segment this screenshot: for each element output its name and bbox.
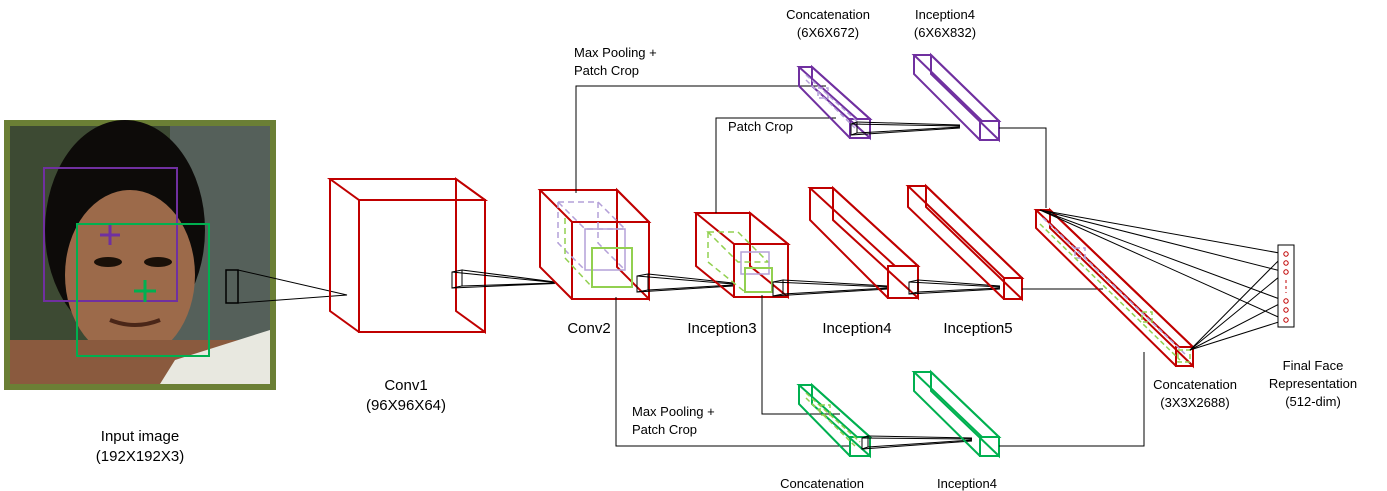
- conv2-green-crop: [591, 247, 633, 288]
- conv1-kernel: [451, 269, 556, 289]
- bottom-pool-label-2: Patch Crop: [632, 422, 697, 437]
- top-concat-block: [796, 64, 873, 141]
- inception4-mid-block: [807, 185, 921, 301]
- top-inception4-dims: (6X6X832): [914, 25, 976, 40]
- top-inception4-to-final-link: [999, 127, 1047, 208]
- inception3-kernel: [772, 279, 889, 297]
- conv2-label: Conv2: [567, 320, 610, 337]
- conv2-to-bottom-concat-link: [615, 297, 850, 447]
- conv2-to-top-concat-link: [575, 85, 826, 193]
- top-concat-label: Concatenation: [786, 7, 870, 22]
- top-pool-label-1: Max Pooling +: [574, 45, 657, 60]
- top-pool-label-2: Patch Crop: [574, 63, 639, 78]
- purple-crosshair-icon: [100, 225, 120, 245]
- output-vector: [1277, 244, 1295, 328]
- input-to-conv1-link: [237, 269, 348, 304]
- conv2-block: [537, 187, 652, 302]
- inception5-block: [905, 183, 1025, 302]
- input-image-face: [65, 190, 195, 360]
- bottom-concat-block: [796, 382, 873, 459]
- output-label-3: (512-dim): [1285, 394, 1341, 409]
- top-concat-kernel: [850, 121, 961, 136]
- conv1-label: Conv1: [384, 377, 427, 394]
- input-image-right-eye: [144, 257, 172, 267]
- input-image-shirt: [160, 330, 270, 384]
- input-label: Input image: [101, 428, 179, 445]
- final-concat-label: Concatenation: [1153, 377, 1237, 392]
- inception3-green-crop: [744, 267, 773, 293]
- inception5-label: Inception5: [943, 320, 1012, 337]
- bottom-inception4-block: [911, 369, 1002, 459]
- bottom-pool-label-1: Max Pooling +: [632, 404, 715, 419]
- top-inception4-block: [911, 52, 1002, 143]
- conv2-purple-crop: [584, 228, 626, 271]
- final-concat-dims: (3X3X2688): [1160, 395, 1229, 410]
- input-receptive-field: [225, 269, 239, 304]
- top-concat-dims: (6X6X672): [797, 25, 859, 40]
- inception3-label: Inception3: [687, 320, 756, 337]
- inception3-to-bottom-concat-link: [761, 295, 840, 415]
- output-label-2: Representation: [1269, 376, 1357, 391]
- conv1-dims: (96X96X64): [366, 397, 446, 414]
- conv1-block: [326, 177, 489, 334]
- green-crop-box: [76, 223, 210, 357]
- input-image-mouth: [109, 318, 161, 327]
- inception4-mid-label: Inception4: [822, 320, 891, 337]
- bottom-concat-label: Concatenation: [780, 476, 864, 491]
- inception4-mid-kernel: [908, 279, 1001, 295]
- bottom-inception4-label: Inception4: [937, 476, 997, 491]
- top-patch-crop-label: Patch Crop: [728, 119, 793, 134]
- input-image-left-eye: [94, 257, 122, 267]
- output-label-1: Final Face: [1283, 358, 1344, 373]
- bottom-inception4-to-final-link: [999, 352, 1145, 447]
- inception3-purple-crop: [740, 251, 770, 275]
- bottom-concat-kernel: [861, 435, 973, 450]
- inception3-to-top-concat-link: [715, 117, 836, 213]
- top-inception4-label: Inception4: [915, 7, 975, 22]
- purple-crop-box: [43, 167, 178, 302]
- inception3-block: [693, 210, 791, 300]
- input-dims: (192X192X3): [96, 448, 184, 465]
- input-image: [4, 120, 276, 390]
- conv2-kernel: [636, 273, 734, 293]
- green-crosshair-icon: [134, 280, 156, 302]
- fully-connected-links: [1039, 209, 1286, 351]
